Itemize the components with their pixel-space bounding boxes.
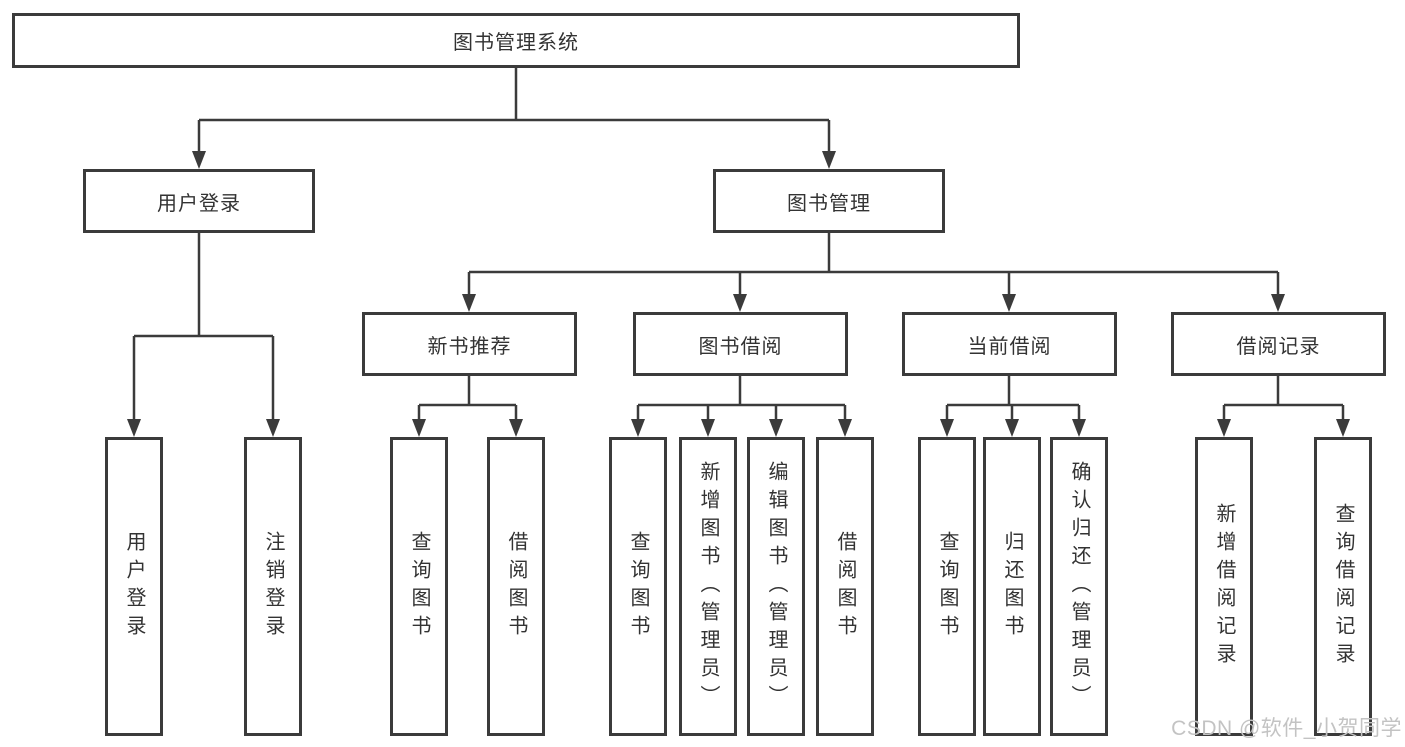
- node-user-login: 用户登录: [83, 169, 315, 233]
- leaf-add-borrow-record: 新增借阅记录: [1195, 437, 1253, 736]
- leaf-add-books-admin: 新增图书（管理员）: [679, 437, 737, 736]
- leaf-newbook-query-books: 查询图书: [390, 437, 448, 736]
- leaf-user-login: 用户登录: [105, 437, 163, 736]
- node-current-borrowing: 当前借阅: [902, 312, 1117, 376]
- node-root-label: 图书管理系统: [453, 32, 579, 54]
- node-book-management-label: 图书管理: [787, 192, 871, 215]
- leaf-return-books: 归还图书: [983, 437, 1041, 736]
- leaf-logout: 注销登录: [244, 437, 302, 736]
- node-current-borrowing-label: 当前借阅: [967, 335, 1052, 358]
- leaf-newbook-borrow-books: 借阅图书: [487, 437, 545, 736]
- leaf-query-borrow-record: 查询借阅记录: [1314, 437, 1372, 736]
- leaf-newbook-query-books-label: 查询图书: [408, 530, 430, 643]
- leaf-borrow-query-books-label: 查询图书: [627, 530, 649, 643]
- leaf-add-books-admin-label: 新增图书（管理员）: [697, 460, 719, 713]
- leaf-borrow-books: 借阅图书: [816, 437, 874, 736]
- node-new-book-recommend-label: 新书推荐: [427, 335, 512, 358]
- leaf-newbook-borrow-books-label: 借阅图书: [505, 530, 527, 643]
- node-book-borrowing: 图书借阅: [633, 312, 848, 376]
- node-book-borrowing-label: 图书借阅: [698, 335, 783, 358]
- leaf-user-login-label: 用户登录: [123, 530, 145, 643]
- leaf-logout-label: 注销登录: [262, 530, 284, 643]
- leaf-return-books-label: 归还图书: [1001, 530, 1023, 643]
- node-borrowing-records-label: 借阅记录: [1236, 335, 1321, 358]
- leaf-edit-books-admin-label: 编辑图书（管理员）: [765, 460, 787, 713]
- node-new-book-recommend: 新书推荐: [362, 312, 577, 376]
- leaf-query-borrow-record-label: 查询借阅记录: [1332, 502, 1354, 671]
- leaf-add-borrow-record-label: 新增借阅记录: [1213, 502, 1235, 671]
- leaf-current-query-books-label: 查询图书: [936, 530, 958, 643]
- leaf-current-query-books: 查询图书: [918, 437, 976, 736]
- node-borrowing-records: 借阅记录: [1171, 312, 1386, 376]
- watermark: CSDN @软件_小贺同学: [1171, 717, 1402, 740]
- leaf-confirm-return-admin-label: 确认归还（管理员）: [1068, 460, 1090, 713]
- leaf-confirm-return-admin: 确认归还（管理员）: [1050, 437, 1108, 736]
- arrowhead-icons: [127, 151, 1350, 437]
- node-user-login-label: 用户登录: [157, 192, 241, 215]
- leaf-borrow-query-books: 查询图书: [609, 437, 667, 736]
- leaf-borrow-books-label: 借阅图书: [834, 530, 856, 643]
- node-book-management: 图书管理: [713, 169, 945, 233]
- node-root: 图书管理系统: [12, 13, 1020, 68]
- leaf-edit-books-admin: 编辑图书（管理员）: [747, 437, 805, 736]
